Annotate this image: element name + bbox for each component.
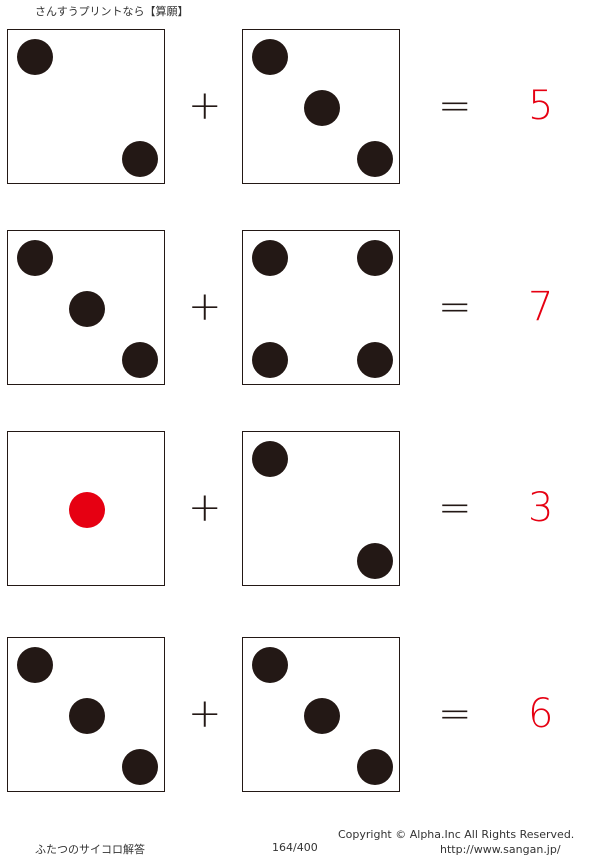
problem-row: + = 3 xyxy=(0,431,600,587)
pip-dot xyxy=(357,749,393,785)
problem-row: + = 6 xyxy=(0,637,600,793)
pip-dot xyxy=(252,39,288,75)
page-number: 164/400 xyxy=(272,841,318,854)
pip-dot xyxy=(357,543,393,579)
pip-dot xyxy=(357,240,393,276)
right-die xyxy=(242,637,400,792)
site-url: http://www.sangan.jp/ xyxy=(440,843,561,856)
pip-dot xyxy=(122,342,158,378)
left-die xyxy=(7,431,165,586)
footer-title: ふたつのサイコロ解答 xyxy=(35,843,145,856)
equals-sign: = xyxy=(438,284,472,330)
pip-dot xyxy=(17,39,53,75)
pip-dot xyxy=(252,441,288,477)
right-die xyxy=(242,230,400,385)
pip-dot xyxy=(69,291,105,327)
pip-dot xyxy=(252,647,288,683)
equals-sign: = xyxy=(438,691,472,737)
left-die xyxy=(7,29,165,184)
pip-dot xyxy=(304,698,340,734)
pip-dot xyxy=(252,240,288,276)
pip-dot xyxy=(122,141,158,177)
answer: 5 xyxy=(528,83,554,129)
plus-sign: + xyxy=(188,284,222,330)
equals-sign: = xyxy=(438,485,472,531)
pip-dot xyxy=(357,342,393,378)
right-die xyxy=(242,29,400,184)
pip-dot xyxy=(69,492,105,528)
problem-row: + = 7 xyxy=(0,230,600,386)
left-die xyxy=(7,637,165,792)
pip-dot xyxy=(69,698,105,734)
pip-dot xyxy=(357,141,393,177)
copyright: Copyright © Alpha.Inc All Rights Reserve… xyxy=(338,828,575,841)
pip-dot xyxy=(122,749,158,785)
right-die xyxy=(242,431,400,586)
answer: 3 xyxy=(528,485,554,531)
pip-dot xyxy=(17,647,53,683)
pip-dot xyxy=(17,240,53,276)
answer: 6 xyxy=(528,691,554,737)
answer: 7 xyxy=(528,284,554,330)
plus-sign: + xyxy=(188,83,222,129)
left-die xyxy=(7,230,165,385)
plus-sign: + xyxy=(188,691,222,737)
problem-row: + = 5 xyxy=(0,29,600,185)
header-title: さんすうプリントなら【算願】 xyxy=(35,5,189,18)
pip-dot xyxy=(252,342,288,378)
plus-sign: + xyxy=(188,485,222,531)
pip-dot xyxy=(304,90,340,126)
equals-sign: = xyxy=(438,83,472,129)
